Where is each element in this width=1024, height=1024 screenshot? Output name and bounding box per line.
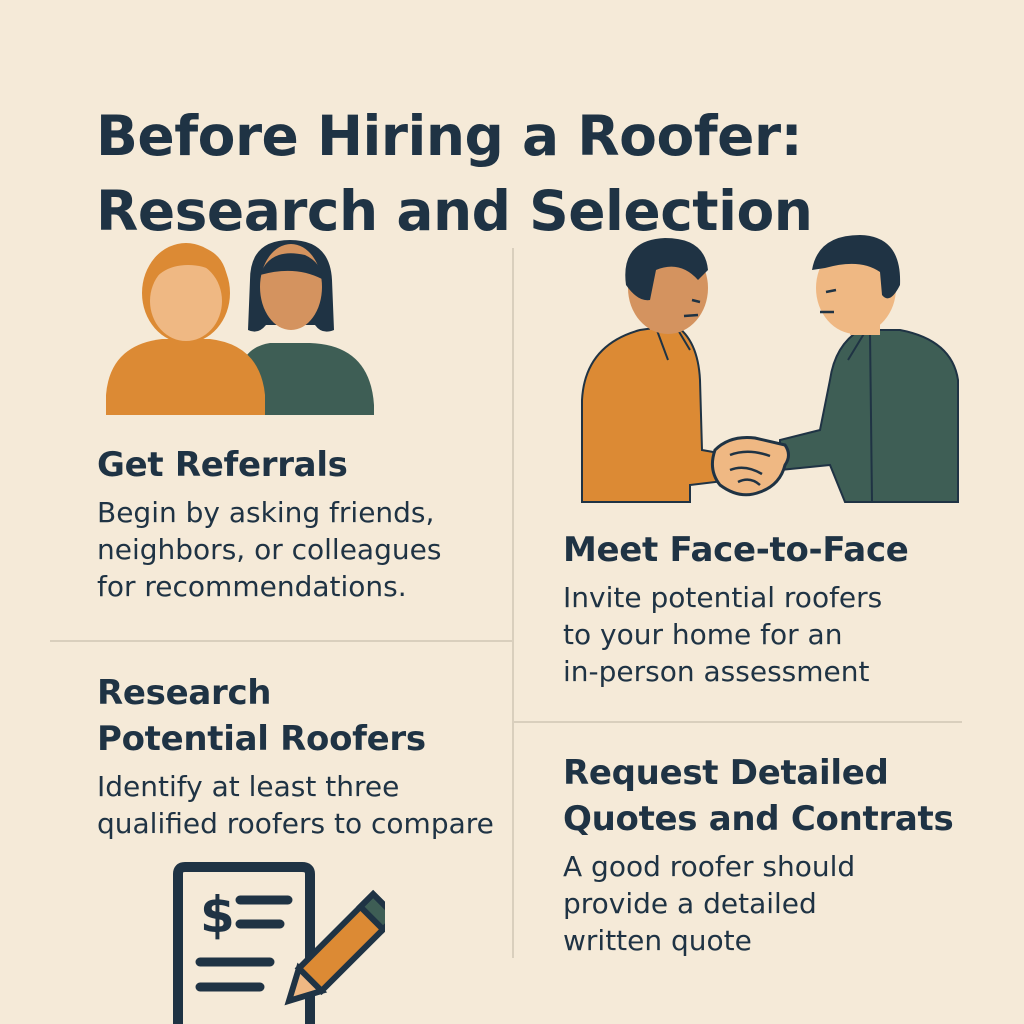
body-line: neighbors, or colleagues xyxy=(97,533,442,566)
body-line: Begin by asking friends, xyxy=(97,496,435,529)
heading-line: Quotes and Contrats xyxy=(563,799,954,839)
section-heading: Request Detailed Quotes and Contrats xyxy=(563,750,1003,842)
quote-document-icon: $ xyxy=(173,862,385,1024)
vertical-divider xyxy=(512,248,514,958)
handshake-icon xyxy=(581,235,959,503)
svg-text:$: $ xyxy=(200,886,235,944)
section-body: Invite potential roofers to your home fo… xyxy=(563,579,983,690)
section-body: A good roofer should provide a detailed … xyxy=(563,848,1003,959)
section-get-referrals: Get Referrals Begin by asking friends, n… xyxy=(97,442,507,605)
left-horizontal-divider xyxy=(50,640,512,642)
body-line: Invite potential roofers xyxy=(563,581,883,614)
section-heading: Get Referrals xyxy=(97,442,507,488)
body-line: Identify at least three xyxy=(97,770,400,803)
right-horizontal-divider xyxy=(514,721,962,723)
section-heading: Research Potential Roofers xyxy=(97,670,512,762)
section-heading: Meet Face-to-Face xyxy=(563,527,983,573)
section-body: Identify at least three qualified roofer… xyxy=(97,768,512,842)
body-line: qualified roofers to compare xyxy=(97,807,494,840)
heading-line: Request Detailed xyxy=(563,753,889,793)
body-line: in-person assessment xyxy=(563,655,870,688)
heading-line: Potential Roofers xyxy=(97,719,426,759)
heading-line: Research xyxy=(97,673,272,713)
section-request-quotes: Request Detailed Quotes and Contrats A g… xyxy=(563,750,1003,959)
body-line: A good roofer should xyxy=(563,850,856,883)
title-line-2: Research and Selection xyxy=(96,178,813,243)
title-line-1: Before Hiring a Roofer: xyxy=(96,103,803,168)
people-icon xyxy=(106,240,374,415)
heading-line: Get Referrals xyxy=(97,445,348,485)
section-body: Begin by asking friends, neighbors, or c… xyxy=(97,494,507,605)
section-research-roofers: Research Potential Roofers Identify at l… xyxy=(97,670,512,842)
body-line: for recommendations. xyxy=(97,570,407,603)
body-line: written quote xyxy=(563,924,752,957)
page-title: Before Hiring a Roofer: Research and Sel… xyxy=(96,99,813,249)
pencil-icon xyxy=(284,889,385,1006)
body-line: provide a detailed xyxy=(563,887,817,920)
body-line: to your home for an xyxy=(563,618,843,651)
heading-line: Meet Face-to-Face xyxy=(563,530,909,570)
section-meet-face-to-face: Meet Face-to-Face Invite potential roofe… xyxy=(563,527,983,690)
